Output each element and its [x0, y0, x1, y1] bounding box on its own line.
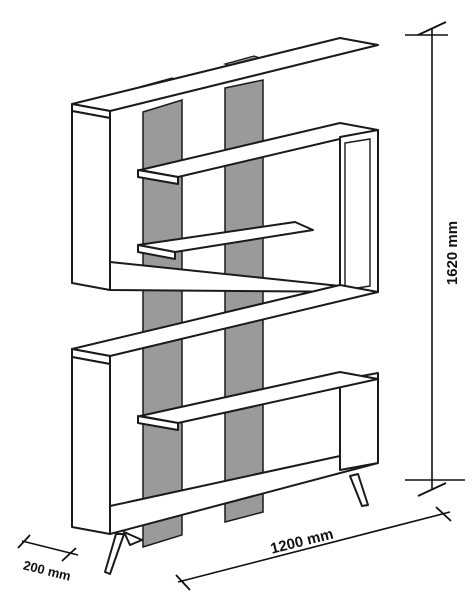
- lower-right-side: [339, 372, 379, 471]
- width-tick-left: [175, 574, 191, 591]
- leg-back-left: [123, 531, 143, 546]
- width-dimension: 1200 mm: [175, 506, 452, 591]
- upper-section: [71, 37, 379, 300]
- lower-section: [71, 284, 379, 575]
- depth-tick-right: [61, 547, 77, 562]
- width-tick-right: [435, 506, 452, 522]
- depth-label: 200 mm: [22, 557, 73, 583]
- upper-right-box-inner: [344, 138, 371, 291]
- width-label: 1200 mm: [269, 526, 335, 558]
- height-label: 1620 mm: [444, 221, 461, 285]
- back-panels: [140, 55, 266, 549]
- depth-dimension: 200 mm: [17, 534, 79, 584]
- upper-left-side: [71, 110, 111, 291]
- back-panel-left: [142, 98, 183, 549]
- depth-tick-left: [17, 534, 31, 549]
- height-tick-top: [417, 21, 447, 36]
- height-dimension: 1620 mm: [405, 21, 465, 497]
- lower-left-side: [71, 356, 111, 535]
- shelf-upper-2-front: [137, 244, 176, 260]
- leg-front-left: [104, 533, 125, 575]
- shelf-upper-1: [137, 169, 179, 185]
- leg-front-right: [349, 473, 369, 507]
- height-tick-bottom: [417, 482, 447, 497]
- shelf-lower-1: [137, 415, 179, 431]
